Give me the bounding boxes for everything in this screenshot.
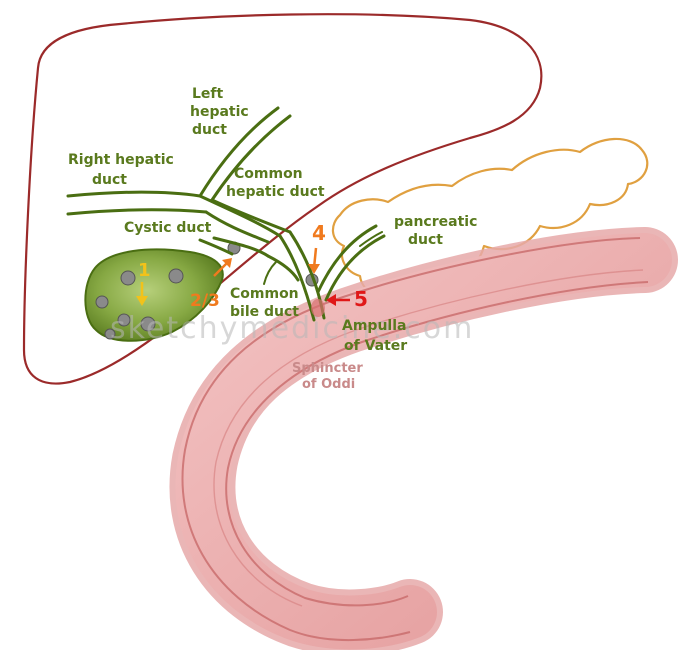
marker-4: 4	[308, 221, 326, 274]
liver-outline	[22, 13, 543, 385]
label-cystic-duct: Cystic duct	[124, 220, 212, 236]
svg-text:4: 4	[312, 221, 326, 245]
label-sphincter-of-oddi: Sphincter of Oddi	[292, 361, 367, 392]
label-left-hepatic-duct: Left hepatic duct	[190, 86, 254, 138]
label-pancreatic-duct: pancreatic duct	[394, 214, 482, 248]
watermark: sketchymedicine.com	[110, 311, 474, 346]
bile-ducts	[66, 106, 386, 322]
label-common-hepatic-duct: Common hepatic duct	[226, 166, 325, 200]
svg-text:1: 1	[138, 260, 151, 281]
svg-text:5: 5	[354, 287, 368, 311]
marker-2-3: 2/3	[190, 258, 232, 311]
label-right-hepatic-duct: Right hepatic duct	[68, 152, 179, 188]
svg-text:2/3: 2/3	[190, 291, 220, 311]
marker-5: 5	[326, 287, 368, 311]
duodenum	[169, 227, 678, 650]
label-common-bile-duct: Common bile duct	[230, 286, 304, 320]
gallstones	[95, 241, 319, 340]
label-ampulla-of-vater: Ampulla of Vater	[342, 318, 411, 354]
ampulla-mark	[311, 299, 325, 317]
marker-1: 1	[136, 260, 151, 306]
